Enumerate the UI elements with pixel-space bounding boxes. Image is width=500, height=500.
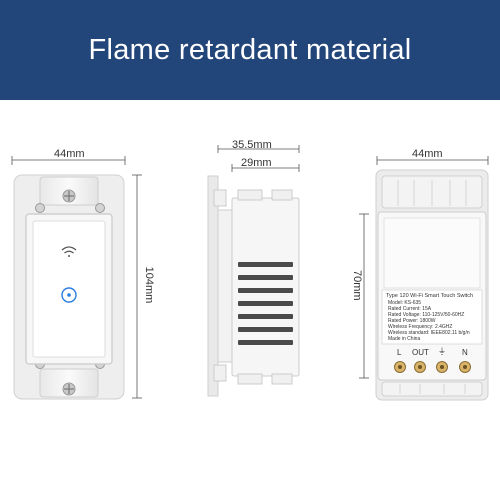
terminal-label-n: N [462,348,468,357]
terminal-label-ground: ⏚ [438,347,446,356]
title-banner [0,0,500,100]
spec-line: Rated Current: 15A [388,306,432,312]
spec-line: Rated Power: 1800W [388,318,436,324]
screw-icon [62,189,76,203]
terminal-screw-icon [414,361,426,373]
spec-line: Rated Voltage: 110-125V/50-60HZ [388,312,465,318]
spec-label-title: Type 120 Wi-Fi Smart Touch Switch [386,293,474,299]
side-body-depth-label: 29mm [241,157,272,169]
back-width-label: 44mm [412,148,443,160]
terminal-label-out: OUT [412,348,429,357]
spec-line: Made in China [388,336,421,342]
spec-line: Wireless Frequency: 2.4GHZ [388,324,453,330]
spec-line: Model: KS-635 [388,300,422,306]
side-view [207,175,300,397]
side-depth-label: 35.5mm [232,139,272,151]
banner-title: Flame retardant material [88,34,412,66]
screw-icon [62,382,76,396]
terminal-screw-icon [394,361,406,373]
terminal-label-l: L [397,348,402,357]
back-view [375,169,489,401]
terminal-screw-icon [436,361,448,373]
spec-line: Wireless standard: IEEE802.11 b/g/n [388,330,470,336]
front-view [13,174,125,400]
terminal-screw-icon [459,361,471,373]
front-width-label: 44mm [54,148,85,160]
touch-button-icon [61,287,77,303]
wifi-icon [61,246,77,257]
